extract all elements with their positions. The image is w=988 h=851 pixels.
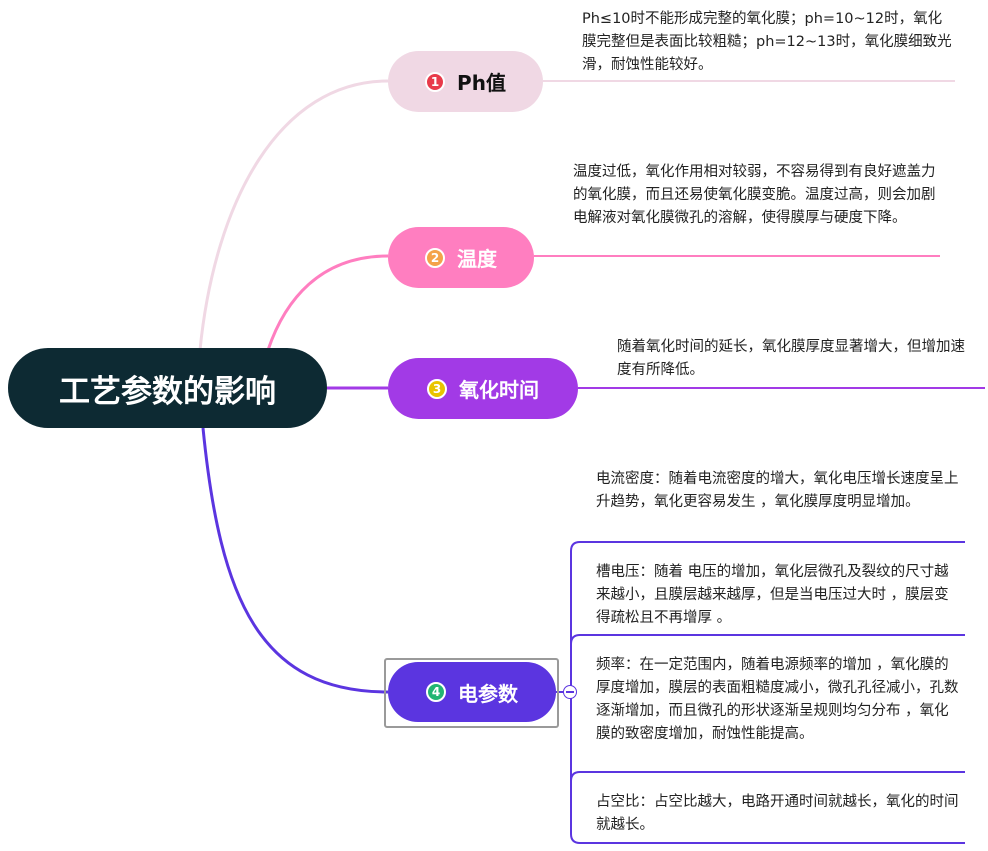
badge-3: 3 [427,378,447,399]
collapse-toggle-icon[interactable] [563,685,577,699]
branch-ph[interactable]: 1 Ph值 [388,51,543,112]
badge-1: 1 [425,71,446,92]
branch-label: Ph值 [457,71,506,95]
note-oxidation-time: 随着氧化时间的延长，氧化膜厚度显著增大，但增加速度有所降低。 [617,339,965,378]
note-frequency: 频率：在一定范围内，随着电源频率的增加 ，氧化膜的厚度增加，膜层的表面粗糙度减小… [596,657,959,742]
branch-temperature[interactable]: 2 温度 [388,227,534,288]
note-duty-cycle: 占空比：占空比越大，电路开通时间就越长，氧化的时间就越长。 [596,794,959,833]
branch-label: 温度 [457,247,497,271]
connector-temp [266,254,389,351]
connector-ph [198,79,389,351]
branch-electrical[interactable]: 4 电参数 [388,662,556,722]
note-ph: Ph≤10时不能形成完整的氧化膜；ph=10~12时，氧化膜完整但是表面比较粗糙… [582,11,952,73]
badge-4: 4 [426,682,446,702]
branch-oxidation-time[interactable]: 3 氧化时间 [388,358,578,419]
branch-label: 电参数 [458,681,518,706]
badge-2: 2 [425,247,445,268]
note-temperature: 温度过低，氧化作用相对较弱，不容易得到有良好遮盖力的氧化膜，而且还易使氧化膜变脆… [573,164,936,226]
branch-label: 氧化时间 [459,378,539,402]
root-label: 工艺参数的影响 [59,373,276,410]
note-bath-voltage: 槽电压：随着 电压的增加，氧化层微孔及裂纹的尺寸越来越小，且膜层越来越厚，但是当… [596,564,949,626]
note-current-density: 电流密度：随着电流密度的增大，氧化电压增长速度呈上升趋势，氧化更容易发生 ，氧化… [596,471,959,510]
connector-elec [201,427,389,694]
selection-box [384,658,559,728]
root-node[interactable]: 工艺参数的影响 [8,348,327,428]
